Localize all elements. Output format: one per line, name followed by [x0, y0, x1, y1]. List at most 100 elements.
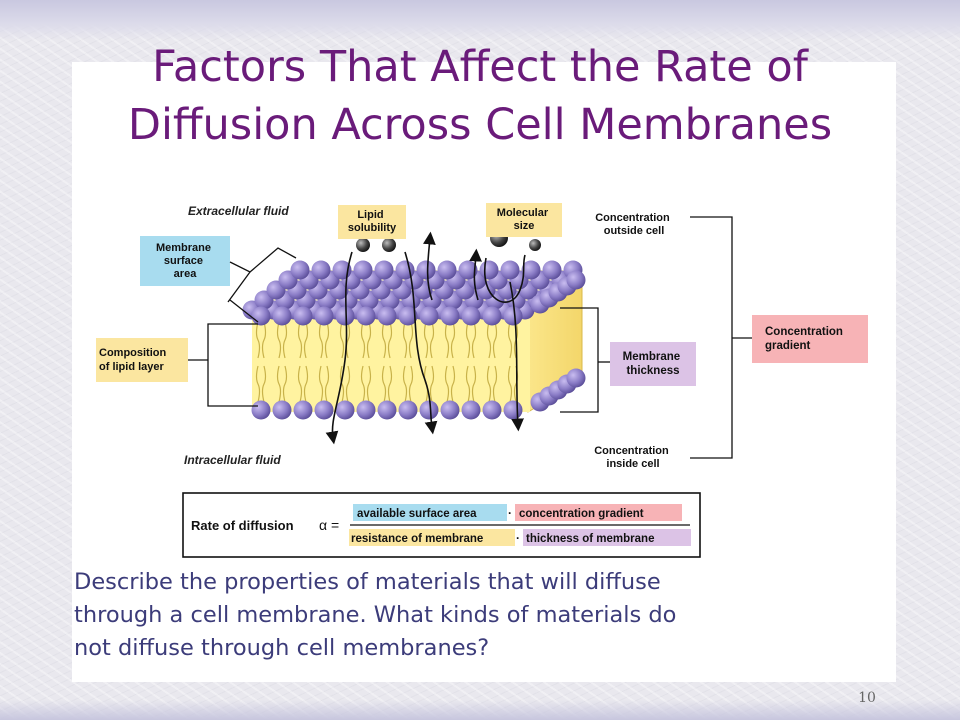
- lipid-head: [311, 260, 331, 280]
- question-line-2: through a cell membrane. What kinds of m…: [74, 602, 677, 628]
- lipid-tail: [492, 365, 498, 403]
- lipid-head: [482, 400, 502, 420]
- lipid-tail: [429, 321, 435, 359]
- lipid-head: [521, 260, 541, 280]
- lipid-tail: [387, 365, 393, 403]
- lipid-tail: [360, 365, 366, 403]
- title-line-2: Diffusion Across Cell Membranes: [127, 100, 833, 150]
- surface-area-bracket: [229, 247, 297, 273]
- slide-title: Factors That Affect the Rate of Diffusio…: [60, 38, 900, 154]
- surface-area-bracket-2: [229, 299, 259, 323]
- denominator-1: resistance of membrane: [351, 533, 483, 545]
- lipid-tail: [408, 365, 414, 403]
- extracellular-label: Extracellular fluid: [188, 204, 289, 218]
- small-molecule: [529, 239, 541, 251]
- lipid-head: [314, 400, 334, 420]
- formula-label: Rate of diffusion: [191, 518, 294, 533]
- lipid-tail: [360, 321, 366, 359]
- lipid-tail: [402, 365, 408, 403]
- lipid-head: [437, 260, 457, 280]
- lipid-tail: [324, 365, 330, 403]
- surface-area-connector: [227, 271, 251, 303]
- lipid-head: [353, 260, 373, 280]
- lipid-head: [377, 306, 397, 326]
- lipid-head: [419, 400, 439, 420]
- composition-label: Composition of lipid layer: [99, 347, 169, 373]
- lipid-tail: [381, 321, 387, 359]
- lipid-tail: [303, 365, 309, 403]
- diffusion-path-2: [404, 251, 438, 435]
- lipid-head: [335, 306, 355, 326]
- lipid-head: [566, 270, 586, 290]
- lipid-head: [461, 306, 481, 326]
- lipid-tail: [492, 321, 498, 359]
- lipid-tail: [429, 365, 435, 403]
- lipid-head: [461, 400, 481, 420]
- discussion-question: Describe the properties of materials tha…: [74, 566, 874, 665]
- lipid-soluble-molecule-1: [356, 238, 370, 252]
- diffusion-path-3: [423, 231, 436, 301]
- lipid-head: [440, 306, 460, 326]
- concentration-gradient-label: Concentration gradient: [765, 326, 846, 352]
- lipid-tail: [282, 365, 288, 403]
- lipid-tail: [282, 321, 288, 359]
- lipid-tail: [318, 365, 324, 403]
- intracellular-label: Intracellular fluid: [184, 453, 281, 467]
- numerator-2-box: [515, 504, 682, 521]
- lipid-head: [440, 400, 460, 420]
- numerator-1: available surface area: [357, 508, 477, 520]
- lipid-tail: [261, 321, 267, 359]
- lipid-head: [293, 306, 313, 326]
- denominator-dot: ·: [516, 531, 520, 545]
- lipid-tail: [276, 321, 282, 359]
- membrane-thickness-label: Membrane thickness: [623, 351, 684, 377]
- lipid-head: [479, 260, 499, 280]
- numerator-1-box: [353, 504, 507, 521]
- lipid-tail: [486, 365, 492, 403]
- lipid-tail: [450, 365, 456, 403]
- bottom-decorative-band: [0, 700, 960, 720]
- lipid-head: [542, 260, 562, 280]
- lipid-tail: [486, 321, 492, 359]
- lipid-head: [482, 306, 502, 326]
- lipid-head: [314, 306, 334, 326]
- lipid-soluble-molecule-2: [382, 238, 396, 252]
- lipid-head: [416, 260, 436, 280]
- lipid-tail: [297, 365, 303, 403]
- lipid-tail: [471, 365, 477, 403]
- denominator-2: thickness of membrane: [526, 533, 654, 545]
- gradient-bracket: [690, 216, 733, 459]
- concentration-inside-label: Concentration inside cell: [594, 445, 672, 470]
- formula-symbol: α =: [319, 517, 339, 533]
- lipid-tail: [450, 321, 456, 359]
- lipid-tail: [444, 365, 450, 403]
- lipid-head: [272, 306, 292, 326]
- lipid-head: [290, 260, 310, 280]
- lipid-tail: [402, 321, 408, 359]
- membrane-thickness-box: [610, 342, 696, 386]
- page-number: 10: [858, 690, 876, 706]
- lipid-tail: [255, 321, 261, 359]
- lipid-head: [398, 306, 418, 326]
- lipid-heads-side: [530, 270, 586, 412]
- lipid-tail: [339, 365, 345, 403]
- lipid-head: [503, 400, 523, 420]
- denominator-1-box: [349, 529, 515, 546]
- lipid-head: [458, 260, 478, 280]
- bounce-path: [483, 254, 526, 303]
- question-line-1: Describe the properties of materials tha…: [74, 569, 661, 595]
- lipid-tail: [381, 365, 387, 403]
- lipid-head: [500, 260, 520, 280]
- lipid-solubility-box: [338, 205, 406, 239]
- thickness-bracket: [560, 307, 599, 413]
- lipid-tail: [366, 365, 372, 403]
- lipid-tail: [255, 365, 261, 403]
- composition-box: [96, 338, 188, 382]
- lipid-head: [251, 400, 271, 420]
- diffusion-path-1: [325, 251, 353, 445]
- lipid-tail: [387, 321, 393, 359]
- lipid-head: [398, 400, 418, 420]
- title-line-1: Factors That Affect the Rate of: [152, 42, 808, 92]
- lipid-tail: [465, 321, 471, 359]
